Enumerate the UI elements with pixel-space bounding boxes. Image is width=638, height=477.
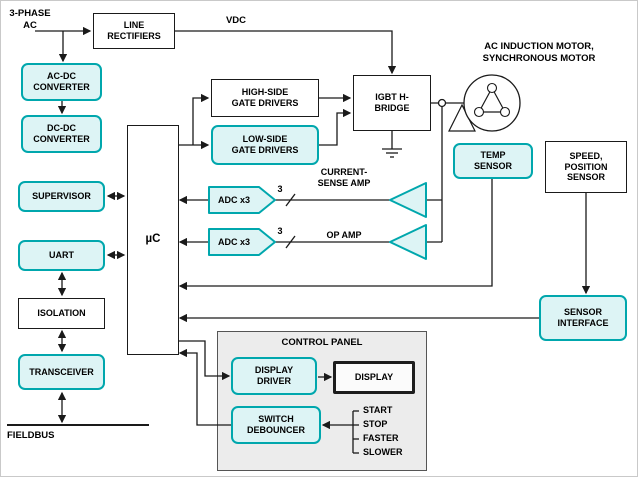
block-supervisor: SUPERVISOR xyxy=(18,181,105,212)
block-transceiver: TRANSCEIVER xyxy=(18,354,105,390)
adc1-shape xyxy=(208,186,276,214)
switch-label-stop: STOP xyxy=(363,419,388,429)
motor-delta-winding-icon xyxy=(477,86,507,113)
bus-width-label-2: 3 xyxy=(277,226,283,236)
block-switch-debouncer: SWITCH DEBOUNCER xyxy=(231,406,321,444)
fieldbus-label: FIELDBUS xyxy=(7,430,55,441)
wire-vdc-to-igbt xyxy=(175,30,397,75)
motor-node-circle xyxy=(437,98,447,108)
block-microcontroller: µC xyxy=(127,125,179,355)
bus-width-label-1: 3 xyxy=(277,184,283,194)
adc2-shape xyxy=(208,228,276,256)
wire-temp-uc xyxy=(178,179,493,291)
wire-uc-highside xyxy=(192,93,210,145)
block-sensor-interface: SENSOR INTERFACE xyxy=(539,295,627,341)
motor-label: AC INDUCTION MOTOR, SYNCHRONOUS MOTOR xyxy=(482,41,596,64)
motor-symbol xyxy=(463,74,521,132)
block-ac-dc-converter: AC-DC CONVERTER xyxy=(21,63,102,101)
switch-label-start: START xyxy=(363,405,393,415)
block-igbt-h-bridge: IGBT H-BRIDGE xyxy=(353,75,431,131)
block-adc2-label: ADC x3 xyxy=(217,237,250,247)
three-phase-ac-label: 3-PHASE AC xyxy=(9,8,51,31)
current-sense-amp-label: CURRENT-SENSE AMP xyxy=(317,167,371,189)
block-speed-position-sensor: SPEED, POSITION SENSOR xyxy=(545,141,627,193)
motor-coil-2 xyxy=(473,106,485,118)
display-box: DISPLAY xyxy=(333,361,415,394)
motor-coil-3 xyxy=(499,106,511,118)
wire-lowside-igbt xyxy=(319,108,352,146)
block-dc-dc-converter: DC-DC CONVERTER xyxy=(21,115,102,153)
block-uart: UART xyxy=(18,240,105,271)
switch-label-faster: FASTER xyxy=(363,433,399,443)
bus-slash-1 xyxy=(285,193,296,207)
motor-coil-1 xyxy=(486,82,498,94)
current-sense-amp-symbol xyxy=(389,182,427,218)
vdc-label: VDC xyxy=(225,15,247,26)
block-line-rectifiers: LINE RECTIFIERS xyxy=(93,13,175,49)
wire-debouncer-uc xyxy=(178,348,231,426)
wire-uc-displaydriver xyxy=(179,340,231,381)
control-panel-title: CONTROL PANEL xyxy=(281,337,363,348)
block-display-driver: DISPLAY DRIVER xyxy=(231,357,317,395)
control-panel xyxy=(217,331,427,471)
op-amp-label: OP AMP xyxy=(326,230,362,240)
switch-label-slower: SLOWER xyxy=(363,447,403,457)
bus-slash-2 xyxy=(285,235,296,249)
block-isolation: ISOLATION xyxy=(18,298,105,329)
block-temp-sensor: TEMP SENSOR xyxy=(453,143,533,179)
op-amp-symbol xyxy=(389,224,427,260)
block-low-side-gate-drivers: LOW-SIDE GATE DRIVERS xyxy=(211,125,319,165)
block-high-side-gate-drivers: HIGH-SIDE GATE DRIVERS xyxy=(211,79,319,117)
block-adc1-label: ADC x3 xyxy=(217,195,250,205)
